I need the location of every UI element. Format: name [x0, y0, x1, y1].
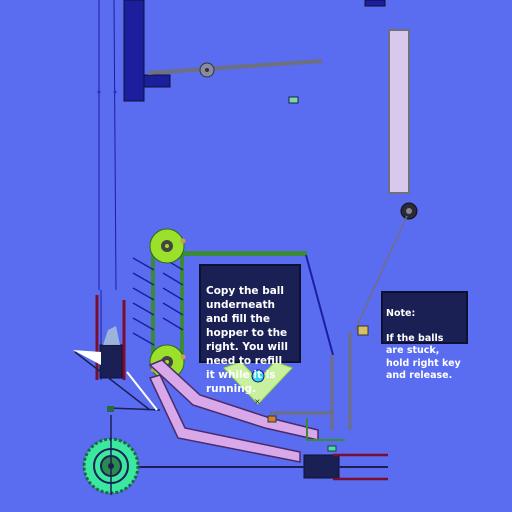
tip-text: If the balls are stuck, hold right key a… — [386, 332, 461, 382]
pendulum-weight — [357, 325, 369, 336]
top-beam — [147, 59, 323, 75]
small-marker — [288, 96, 299, 104]
small-teal-block — [327, 445, 337, 452]
pendulum-pivot-icon — [400, 202, 418, 220]
instruction-text: Copy the ball underneath and fill the ho… — [206, 285, 288, 395]
belt-teeth — [132, 257, 184, 346]
green-connector — [306, 418, 345, 441]
tip-title: Note: — [386, 307, 416, 319]
gear-icon — [149, 228, 186, 264]
instruction-note: Copy the ball underneath and fill the ho… — [199, 264, 301, 395]
pulley-wheel-icon — [199, 62, 215, 78]
left-ramp-white — [73, 350, 101, 365]
left-container-glass — [103, 326, 120, 345]
wire-joint — [97, 90, 101, 94]
top-chute-column — [123, 0, 145, 102]
belt-tension-rod — [305, 254, 334, 356]
wire-joint — [113, 90, 117, 94]
gear-arm-joint — [107, 406, 114, 412]
pendulum-rod — [354, 215, 408, 331]
tip-note: Note: If the balls are stuck, hold right… — [381, 291, 468, 381]
left-ramp-white-line — [126, 371, 158, 411]
guide-wire-right — [113, 0, 117, 291]
small-orange-block — [267, 415, 277, 423]
top-block — [364, 0, 386, 7]
left-ramp-edge — [109, 407, 161, 411]
belt-frame-vertical — [180, 247, 184, 367]
hopper-cross-mark: × — [254, 397, 261, 406]
hopper-column — [388, 29, 410, 194]
belt-frame-vertical — [151, 247, 155, 367]
left-ramp-edge — [74, 351, 151, 411]
ball-icon — [251, 369, 265, 383]
belt-frame-top — [165, 251, 307, 256]
top-chute-lip — [143, 74, 171, 88]
pink-chute-lower — [148, 374, 301, 463]
